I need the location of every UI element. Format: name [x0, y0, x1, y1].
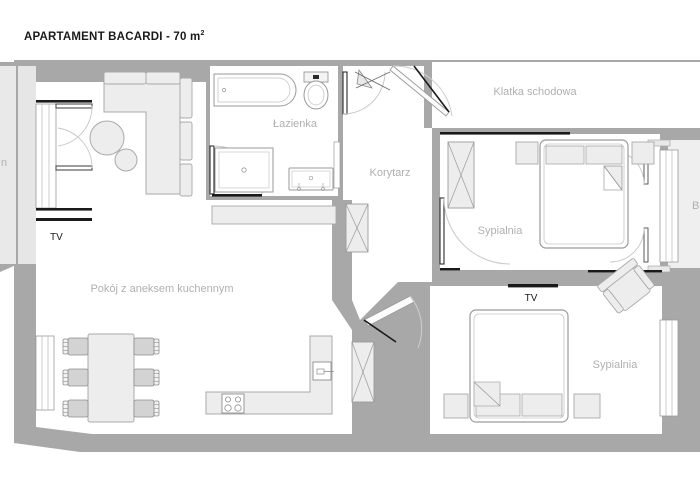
vanity-basin — [288, 167, 334, 191]
balcony-door-left[interactable] — [55, 103, 93, 171]
sill-bedroom-1-left — [440, 268, 460, 271]
tv-bar-bedroom-2 — [508, 284, 558, 288]
page-title-text: APARTAMENT BACARDI - 70 m — [24, 30, 201, 43]
room-label-balcony-right: B — [692, 200, 699, 212]
bedroom-2-furniture — [443, 258, 655, 423]
sectional-sofa — [103, 71, 193, 197]
tv-label-bedroom-2: TV — [525, 293, 538, 304]
tv-markers: TV TV — [36, 218, 558, 304]
window-right-bedroom-2 — [659, 319, 679, 417]
wardrobe-bedroom-1 — [447, 141, 475, 209]
doors — [209, 65, 511, 349]
room-label-bathroom: Łazienka — [273, 118, 318, 130]
bedroom-1-furniture — [515, 139, 655, 249]
dining-table — [87, 333, 135, 423]
kitchen-sink — [312, 361, 334, 381]
room-labels: Pokój z aneksem kuchennym Łazienka Koryt… — [1, 86, 699, 371]
sideboard — [211, 205, 337, 225]
page-title-superscript: 2 — [200, 30, 205, 37]
living-room-furniture — [62, 71, 337, 423]
shower-tray — [214, 147, 274, 193]
room-label-balcony-left: n — [1, 157, 7, 169]
coffee-table-small — [114, 148, 138, 172]
sill-bedroom-1-top — [440, 132, 570, 135]
wardrobe-corridor-bottom — [351, 341, 375, 403]
cooktop — [221, 393, 245, 414]
room-label-bedroom-2: Sypialnia — [593, 359, 639, 371]
wardrobes — [345, 141, 475, 403]
window-right-bedroom-1 — [659, 149, 679, 263]
door-bedroom-1[interactable] — [439, 197, 511, 265]
double-bed-2 — [469, 309, 569, 423]
door-entry[interactable] — [354, 68, 391, 91]
bathroom-fixtures — [213, 71, 334, 193]
window-left-lower — [35, 335, 55, 411]
window-bathroom — [333, 141, 341, 189]
bathtub — [213, 73, 297, 107]
room-label-living: Pokój z aneksem kuchennym — [90, 283, 233, 295]
room-label-corridor: Korytarz — [370, 167, 411, 179]
toilet — [303, 71, 329, 110]
door-bedroom-2[interactable] — [363, 295, 423, 349]
windows — [35, 100, 679, 417]
room-label-stairs: Klatka schodowa — [493, 86, 577, 98]
sill-living-top — [36, 100, 92, 103]
sill-living-bottom — [36, 208, 92, 211]
wardrobe-corridor-top — [345, 203, 369, 253]
door-corridor-bathroom[interactable] — [342, 71, 386, 115]
room-label-bedroom-1: Sypialnia — [478, 225, 524, 237]
page-title: APARTAMENT BACARDI - 70 m2 — [24, 30, 205, 43]
window-left — [35, 103, 57, 209]
nightstand-left — [515, 141, 539, 165]
nightstand-right — [631, 141, 655, 165]
door-leaf-entry[interactable] — [389, 65, 453, 117]
dining-chairs-left — [62, 337, 89, 418]
double-bed-1 — [539, 139, 629, 249]
nightstand-right-2 — [573, 393, 601, 419]
coffee-table-large — [89, 120, 125, 156]
tv-bar-living — [36, 218, 92, 221]
nightstand-left-2 — [443, 393, 469, 419]
dining-chairs-right — [133, 337, 160, 418]
armchair — [597, 258, 655, 314]
tv-label-living: TV — [50, 232, 63, 243]
